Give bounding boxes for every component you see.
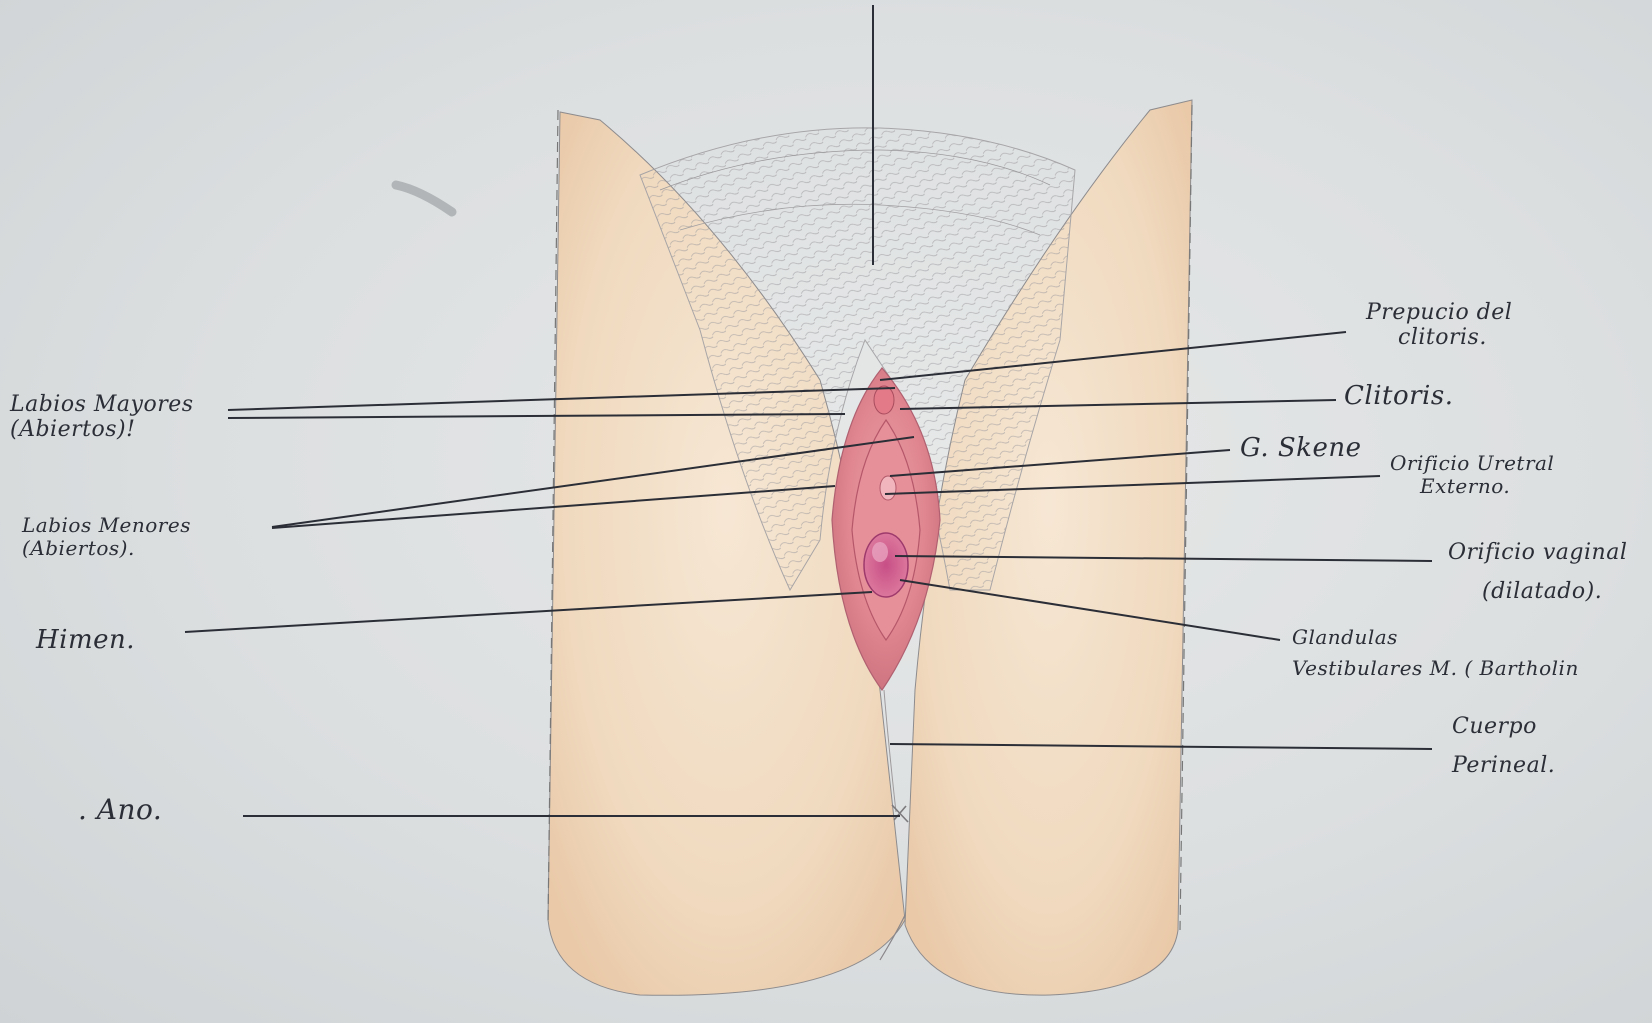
smudge-mark bbox=[396, 185, 452, 212]
label-glandulas-bartholin: Glandulas Vestibulares M. ( Bartholin bbox=[1292, 626, 1579, 680]
label-clitoris: Clitoris. bbox=[1344, 382, 1453, 412]
label-orificio-uretral: Orificio Uretral Externo. bbox=[1390, 452, 1554, 498]
label-orificio-vaginal: Orificio vaginal (dilatado). bbox=[1448, 540, 1627, 605]
vaginal-orifice bbox=[864, 533, 908, 597]
label-prepucio: Prepucio del clitoris. bbox=[1366, 300, 1512, 351]
label-labios-menores: Labios Menores (Abiertos). bbox=[22, 514, 191, 560]
anus-mark bbox=[892, 805, 908, 822]
label-himen: Himen. bbox=[36, 626, 135, 656]
label-ano: . Ano. bbox=[78, 794, 162, 826]
label-cuerpo-perineal: Cuerpo Perineal. bbox=[1452, 714, 1555, 779]
clitoris-mark bbox=[874, 386, 894, 414]
label-labios-mayores: Labios Mayores (Abiertos)! bbox=[10, 392, 194, 443]
urethral-orifice bbox=[880, 476, 896, 500]
label-g-skene: G. Skene bbox=[1240, 434, 1361, 464]
